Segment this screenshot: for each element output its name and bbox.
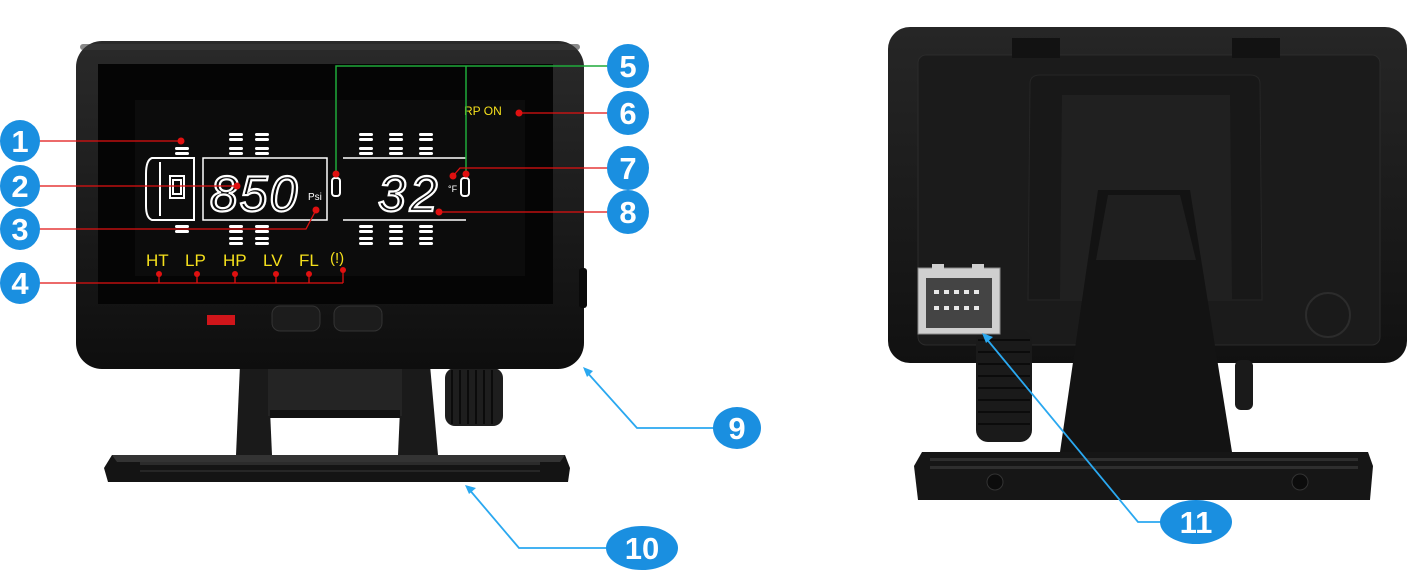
speaker-grille [1305, 292, 1351, 338]
rp-on-indicator: RP ON [464, 104, 502, 118]
callout-8: 8 [607, 190, 649, 234]
callout-6: 6 [607, 91, 649, 135]
warning-lv: LV [263, 251, 283, 270]
callout-9: 9 [713, 407, 761, 449]
callout-10-label: 10 [625, 531, 659, 566]
back-base-plate [914, 452, 1373, 500]
warning-fl: FL [299, 251, 319, 270]
warning-hp: HP [223, 251, 247, 270]
side-port [579, 268, 587, 308]
front-leader-lines [30, 112, 617, 284]
callout-1-label: 1 [11, 124, 28, 159]
back-view [888, 27, 1407, 523]
warning-ht: HT [146, 251, 169, 270]
front-stand-legs [236, 365, 503, 455]
callout-11-label: 11 [1180, 505, 1213, 540]
warning-lp: LP [185, 251, 206, 270]
callout-2-label: 2 [11, 169, 28, 204]
callout-5-label: 5 [619, 49, 636, 84]
item5-guide-lines [335, 65, 617, 172]
callout-10: 10 [606, 526, 678, 570]
callout-2: 2 [0, 165, 40, 207]
tire-icon-right [460, 177, 470, 197]
callout-7-label: 7 [619, 151, 636, 186]
front-leader-dots [156, 109, 523, 277]
pressure-value: 850 [210, 166, 299, 222]
callout-4: 4 [0, 262, 40, 304]
power-led [207, 315, 235, 325]
callout-11: 11 [1160, 500, 1232, 544]
callout-6-label: 6 [619, 96, 636, 131]
callout-3: 3 [0, 208, 40, 250]
callout-8-label: 8 [619, 195, 636, 230]
callout-7: 7 [607, 146, 649, 190]
callout-9-label: 9 [728, 411, 745, 446]
front-blue-leaders [467, 369, 715, 549]
callout-4-label: 4 [11, 266, 29, 301]
front-button-left[interactable] [271, 305, 321, 332]
back-blue-leader [984, 336, 1168, 523]
front-view: 850 Psi 32 °F RP ON HT LP HP LV FL (!) [30, 41, 715, 549]
car-outline-icon [145, 157, 195, 221]
back-adjust-knob-right [1235, 360, 1253, 410]
power-connector [917, 264, 1001, 335]
front-base-plate [104, 455, 570, 482]
front-button-right[interactable] [333, 305, 383, 332]
tpms-warning-icon: (!) [330, 250, 344, 267]
temperature-value: 32 [378, 166, 442, 222]
callout-5: 5 [607, 44, 649, 88]
callout-bubbles: 1 2 3 4 5 6 7 8 [0, 44, 1232, 570]
warning-indicators: HT LP HP LV FL (!) [146, 250, 344, 270]
callout-3-label: 3 [11, 212, 28, 247]
callout-1: 1 [0, 120, 40, 162]
pressure-frame [202, 157, 328, 221]
front-adjust-knob [445, 368, 503, 426]
pressure-unit: Psi [308, 192, 322, 203]
back-adjust-knob-left [976, 330, 1032, 442]
tire-icon-left [331, 177, 341, 197]
temperature-unit: °F [448, 184, 458, 194]
